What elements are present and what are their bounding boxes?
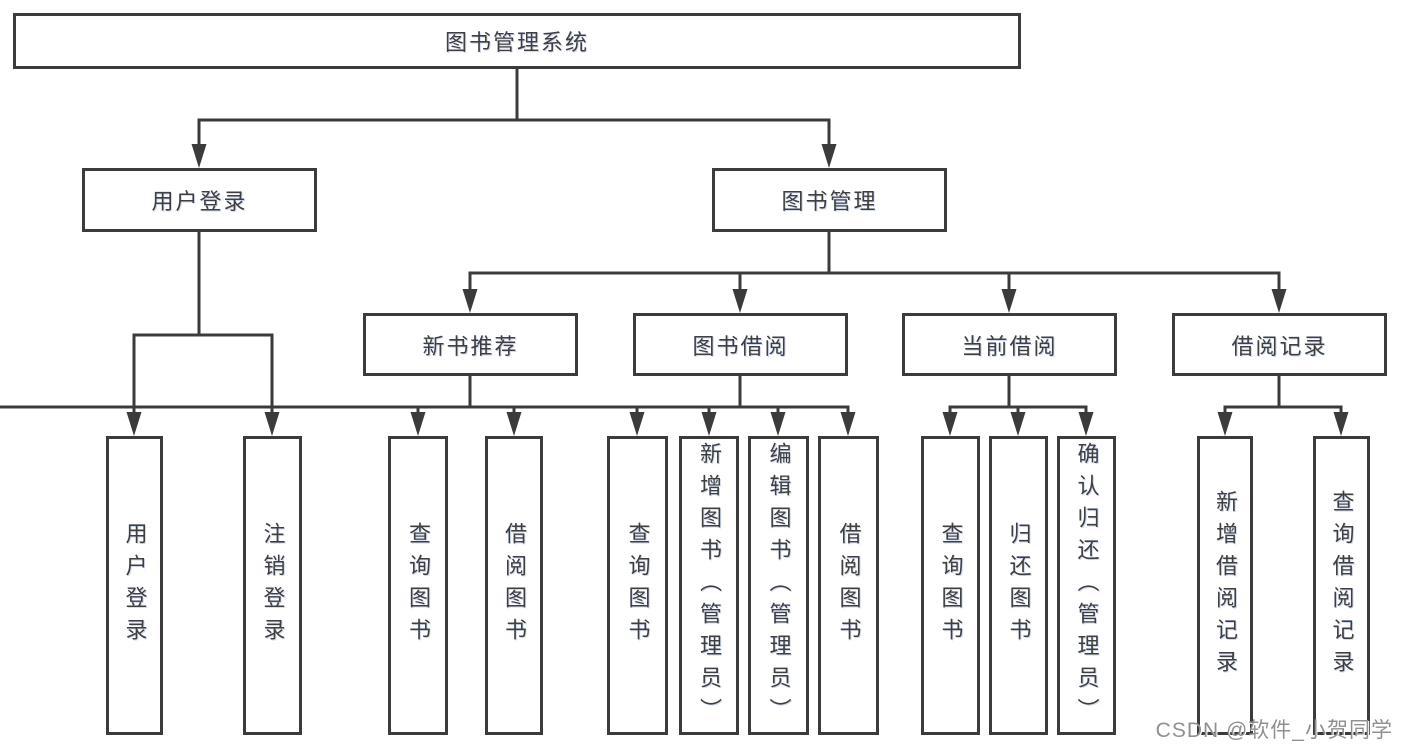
leaf-query-books-borrow: 查询图书 — [607, 436, 668, 735]
leaf-add-borrow-record-label: 新增借阅记录 — [1213, 489, 1238, 682]
leaf-add-borrow-record: 新增借阅记录 — [1197, 436, 1253, 735]
leaf-edit-book-admin: 编辑图书（管理员） — [748, 436, 809, 735]
leaf-query-borrow-record: 查询借阅记录 — [1313, 436, 1370, 735]
leaf-edit-book-admin-label: 编辑图书（管理员） — [766, 441, 792, 730]
leaf-query-books-current-label: 查询图书 — [938, 521, 964, 650]
leaf-query-borrow-record-label: 查询借阅记录 — [1329, 489, 1355, 682]
node-borrow-records: 借阅记录 — [1172, 313, 1387, 376]
leaf-query-books-borrow-label: 查询图书 — [625, 521, 651, 650]
node-book-management: 图书管理 — [712, 168, 947, 232]
connector-user-login-to-leaves — [126, 232, 280, 436]
leaf-return-books-label: 归还图书 — [1006, 521, 1032, 650]
leaf-confirm-return-admin-label: 确认归还（管理员） — [1074, 441, 1100, 730]
leaf-user-login: 用户登录 — [106, 436, 163, 735]
node-user-login-label: 用户登录 — [151, 189, 248, 214]
node-new-book-recommend-label: 新书推荐 — [422, 333, 519, 359]
leaf-borrow-books-borrow: 借阅图书 — [818, 436, 879, 735]
connector-book-management-to-level3 — [462, 232, 1287, 313]
node-user-login: 用户登录 — [82, 168, 317, 232]
node-current-borrow: 当前借阅 — [902, 313, 1117, 376]
node-new-book-recommend: 新书推荐 — [363, 313, 578, 376]
node-book-borrow: 图书借阅 — [633, 313, 848, 376]
node-root: 图书管理系统 — [13, 13, 1021, 69]
leaf-user-login-label: 用户登录 — [122, 521, 148, 650]
leaf-logout: 注销登录 — [243, 436, 302, 735]
leaf-logout-label: 注销登录 — [260, 521, 286, 650]
leaf-borrow-books-recommend-label: 借阅图书 — [502, 521, 527, 650]
leaf-confirm-return-admin: 确认归还（管理员） — [1057, 436, 1116, 735]
node-current-borrow-label: 当前借阅 — [961, 333, 1058, 359]
leaf-add-book-admin-label: 新增图书（管理员） — [697, 441, 722, 730]
connector-book-borrow-to-leaves — [0, 376, 856, 436]
leaf-borrow-books-recommend: 借阅图书 — [485, 436, 543, 735]
connector-current-borrow-to-leaves — [942, 376, 1094, 436]
csdn-watermark: CSDN @软件_小贺同学 — [1155, 719, 1393, 742]
node-book-borrow-label: 图书借阅 — [692, 333, 789, 359]
node-borrow-records-label: 借阅记录 — [1231, 333, 1328, 359]
connector-borrow-records-to-leaves — [1217, 376, 1349, 436]
connector-root-to-level2 — [191, 69, 837, 168]
node-book-management-label: 图书管理 — [781, 189, 878, 214]
leaf-query-books-current: 查询图书 — [921, 436, 980, 735]
leaf-query-books-recommend: 查询图书 — [388, 436, 448, 735]
leaf-query-books-recommend-label: 查询图书 — [406, 521, 431, 650]
node-root-label: 图书管理系统 — [444, 30, 589, 55]
leaf-return-books: 归还图书 — [989, 436, 1048, 735]
leaf-add-book-admin: 新增图书（管理员） — [679, 436, 739, 735]
leaf-borrow-books-borrow-label: 借阅图书 — [836, 521, 862, 650]
